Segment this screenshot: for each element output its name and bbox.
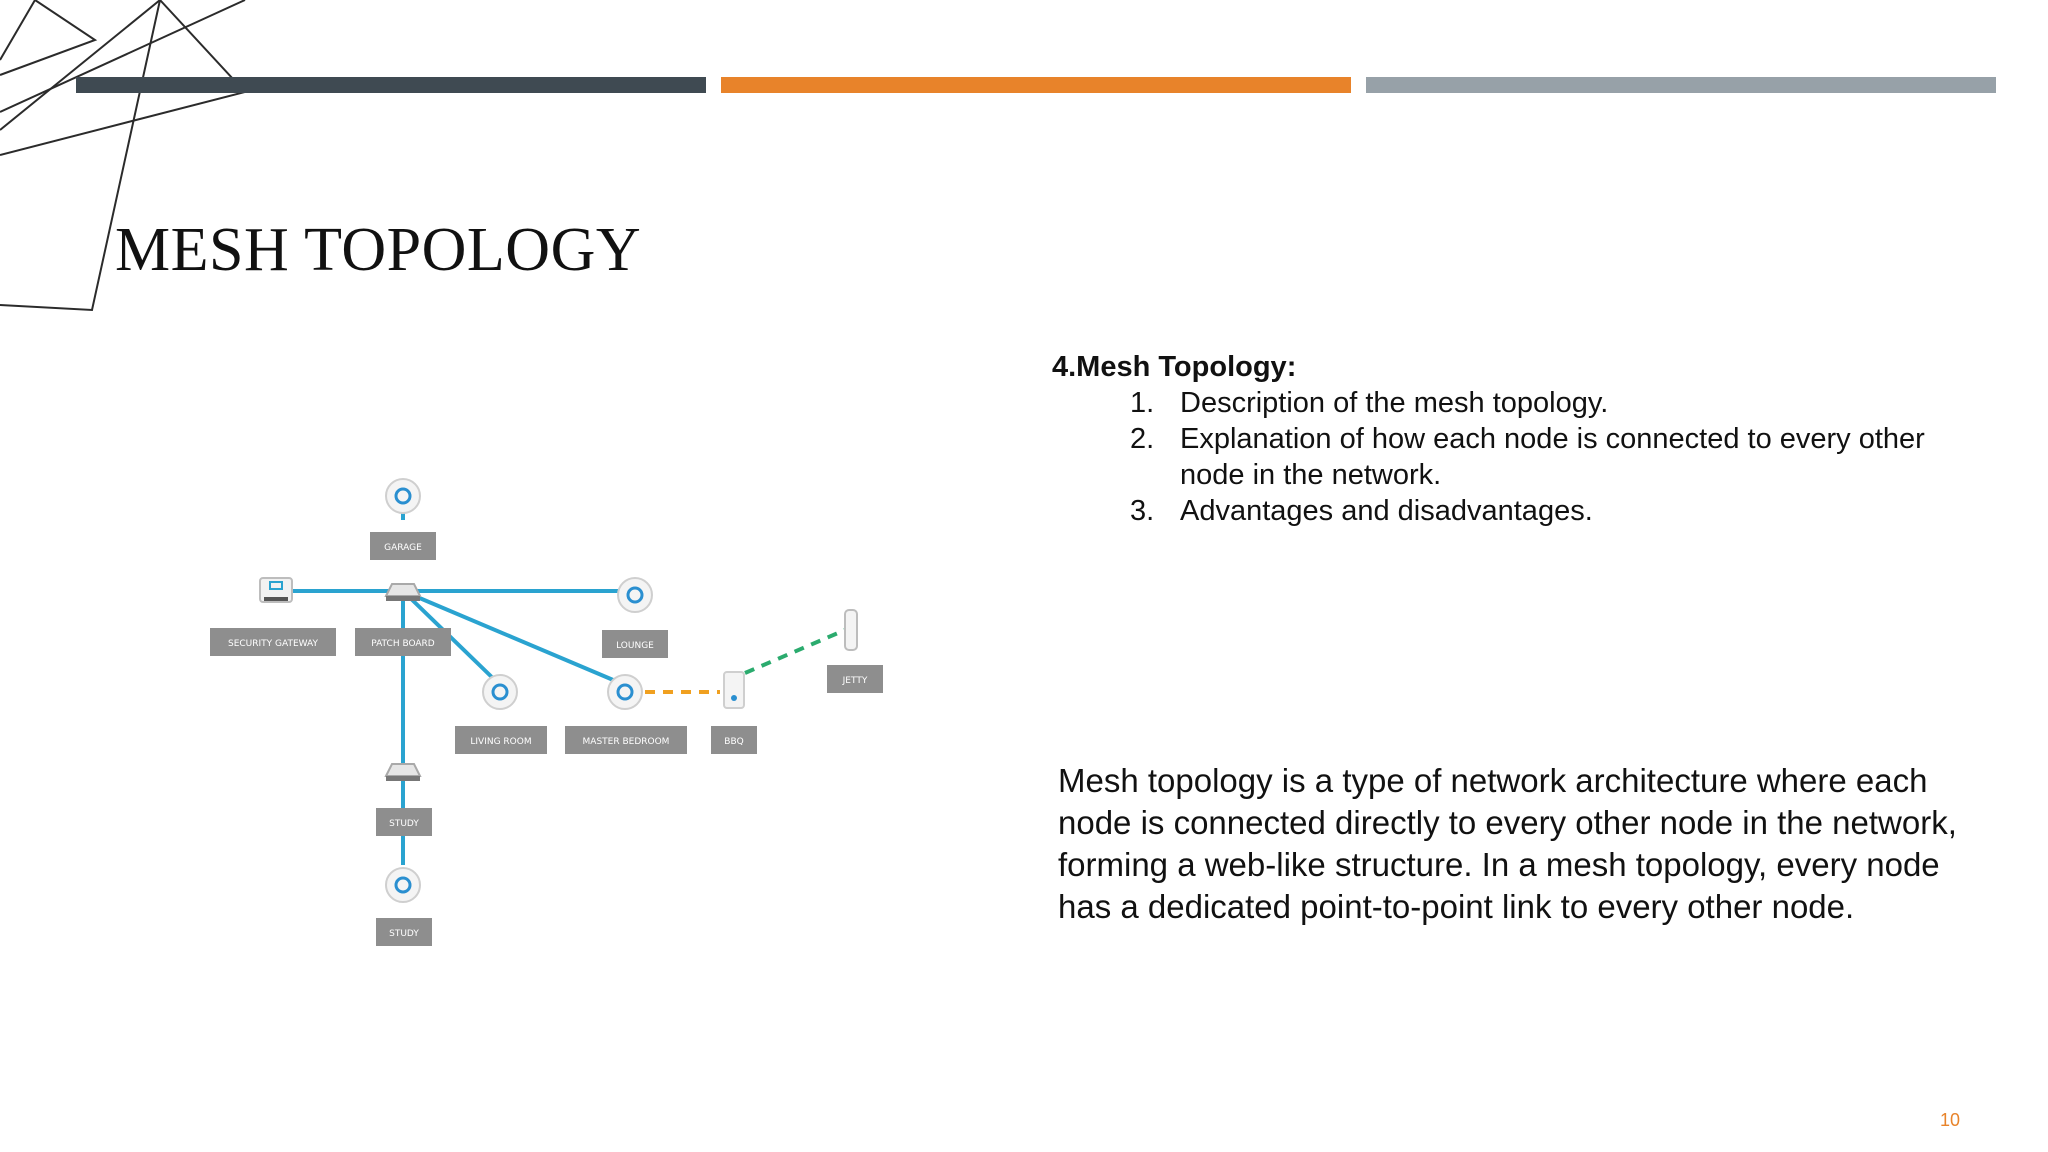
outline-item: 3. Advantages and disadvantages. xyxy=(1052,493,1952,529)
node-label-study-ap: STUDY xyxy=(376,918,432,946)
description-paragraph: Mesh topology is a type of network archi… xyxy=(1058,762,1957,925)
study-switch-icon xyxy=(384,763,422,781)
svg-text:LOUNGE: LOUNGE xyxy=(616,641,654,651)
header-bar-gray xyxy=(1366,77,1996,93)
security-gateway-icon xyxy=(259,577,293,603)
node-label-bbq: BBQ xyxy=(711,726,757,754)
node-label-jetty: JETTY xyxy=(827,665,883,693)
outline-item: 2. Explanation of how each node is connec… xyxy=(1052,421,1952,493)
node-label-patch-board: PATCH BOARD xyxy=(355,628,451,656)
wired-links xyxy=(280,496,635,865)
outline-item-number: 2. xyxy=(1130,423,1155,455)
node-label-living-room: LIVING ROOM xyxy=(455,726,547,754)
svg-text:STUDY: STUDY xyxy=(389,819,419,829)
outline-list: 1. Description of the mesh topology. 2. Ex… xyxy=(1052,385,1952,529)
svg-text:PATCH BOARD: PATCH BOARD xyxy=(371,639,435,649)
decorative-triangles xyxy=(0,0,247,312)
study-ap-icon xyxy=(385,867,421,903)
lounge-ap-icon xyxy=(617,577,653,613)
topic-outline: 4.Mesh Topology: 1. Description of the me… xyxy=(1052,349,1952,529)
node-label-study-switch: STUDY xyxy=(376,808,432,836)
node-label-security-gateway: SECURITY GATEWAY xyxy=(210,628,336,656)
outline-item: 1. Description of the mesh topology. xyxy=(1052,385,1952,421)
outline-heading: 4.Mesh Topology: xyxy=(1052,351,1297,383)
svg-text:BBQ: BBQ xyxy=(724,737,743,747)
svg-text:LIVING ROOM: LIVING ROOM xyxy=(470,737,531,747)
header-bar-orange xyxy=(721,77,1351,93)
outline-item-text: Advantages and disadvantages. xyxy=(1180,495,1593,527)
bbq-outdoor-ap-icon xyxy=(723,671,745,709)
node-label-garage: GARAGE xyxy=(370,532,436,560)
svg-text:GARAGE: GARAGE xyxy=(384,543,422,553)
svg-text:JETTY: JETTY xyxy=(842,676,868,686)
node-label-lounge: LOUNGE xyxy=(602,630,668,658)
outline-item-text: Description of the mesh topology. xyxy=(1180,387,1609,419)
page-number: 10 xyxy=(1940,1110,1961,1130)
outline-item-text: Explanation of how each node is connecte… xyxy=(1180,423,1925,491)
wireless-link-jetty xyxy=(744,628,846,675)
outline-item-number: 1. xyxy=(1130,387,1155,419)
living-room-ap-icon xyxy=(482,674,518,710)
svg-text:STUDY: STUDY xyxy=(389,929,419,939)
svg-text:SECURITY GATEWAY: SECURITY GATEWAY xyxy=(228,639,319,649)
node-label-master-bedroom: MASTER BEDROOM xyxy=(565,726,687,754)
mesh-network-diagram: GARAGE SECURITY GATEWAY PATCH BOARD LOUN… xyxy=(210,478,883,946)
garage-ap-icon xyxy=(385,478,421,514)
patch-board-switch-icon xyxy=(384,583,422,601)
outline-item-number: 3. xyxy=(1130,495,1155,527)
header-bar-dark xyxy=(76,77,706,93)
master-bedroom-ap-icon xyxy=(607,674,643,710)
svg-text:MASTER BEDROOM: MASTER BEDROOM xyxy=(583,737,670,747)
jetty-antenna-icon xyxy=(844,609,858,651)
slide-title: MESH TOPOLOGY xyxy=(115,216,642,284)
